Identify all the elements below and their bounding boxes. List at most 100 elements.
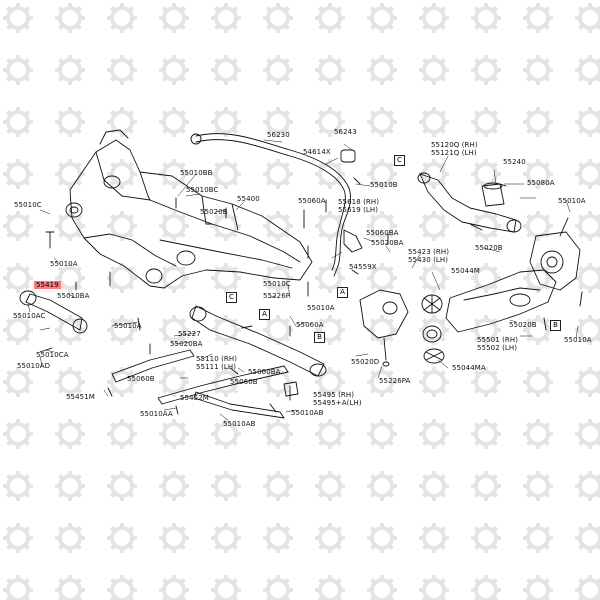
watermark-gear-icon — [315, 575, 345, 600]
watermark-gear-icon — [367, 3, 397, 33]
watermark-gear-icon — [471, 523, 501, 553]
watermark-gear-icon — [263, 575, 293, 600]
watermark-gear-icon — [367, 471, 397, 501]
watermark-gear-icon — [575, 575, 600, 600]
watermark-gear-icon — [523, 159, 553, 189]
section-mark-c-mid: C — [226, 292, 237, 303]
callout-55010ba: 55010BA — [57, 292, 90, 300]
watermark-gear-icon — [55, 55, 85, 85]
watermark-gear-icon — [367, 315, 397, 345]
watermark-gear-icon — [263, 471, 293, 501]
callout-55060a: 55060A — [298, 197, 326, 205]
watermark-gear-icon — [419, 211, 449, 241]
section-mark-b-right: B — [550, 320, 561, 331]
section-mark-b-mid: B — [314, 332, 325, 343]
watermark-gear-icon — [419, 575, 449, 600]
watermark-gear-icon — [263, 55, 293, 85]
watermark-gear-icon — [159, 315, 189, 345]
upper-link-55419 — [25, 293, 83, 331]
watermark-gear-icon — [367, 523, 397, 553]
watermark-gear-icon — [575, 3, 600, 33]
watermark-gear-icon — [523, 367, 553, 397]
watermark-gear-icon — [55, 107, 85, 137]
watermark-gear-icon — [315, 263, 345, 293]
watermark-gear-icon — [55, 159, 85, 189]
callout-55400: 55400 — [237, 195, 260, 203]
watermark-gear-icon — [159, 575, 189, 600]
watermark-gear-icon — [3, 471, 33, 501]
watermark-gear-icon — [263, 523, 293, 553]
watermark-gear-icon — [3, 211, 33, 241]
rear-subframe — [69, 139, 313, 289]
watermark-gear-icon — [367, 55, 397, 85]
watermark-gear-icon — [211, 55, 241, 85]
watermark-gear-icon — [315, 471, 345, 501]
watermark-gear-icon — [523, 419, 553, 449]
watermark-gear-icon — [523, 315, 553, 345]
watermark-gear-icon — [523, 471, 553, 501]
watermark-gear-icon — [471, 419, 501, 449]
watermark-gear-icon — [575, 107, 600, 137]
callout-55010ad: 55010AD — [17, 362, 51, 370]
callout-55110: 55110 (RH) 55111 (LH) — [196, 355, 238, 371]
watermark-gear-icon — [263, 419, 293, 449]
watermark-gear-icon — [419, 263, 449, 293]
watermark-gear-icon — [263, 3, 293, 33]
watermark-gear-icon — [315, 55, 345, 85]
watermark-gear-icon — [107, 575, 137, 600]
watermark-gear-icon — [107, 471, 137, 501]
section-mark-a-mid: A — [259, 309, 270, 320]
strut-55451m — [111, 349, 195, 383]
watermark-gear-icon — [575, 55, 600, 85]
watermark-gear-icon — [55, 575, 85, 600]
callout-55010c-mid: 55010C — [263, 280, 291, 288]
watermark-gear-icon — [575, 159, 600, 189]
watermark-gear-icon — [211, 471, 241, 501]
callout-55060b-center: 55060B — [230, 378, 258, 386]
callout-55020ba: 55020BA — [371, 239, 404, 247]
callout-55020ba-center: 55020BA — [170, 340, 203, 348]
callout-55010ac: 55010AC — [13, 312, 46, 320]
section-mark-a-right: A — [337, 287, 348, 298]
callout-55226pa: 55226PA — [379, 377, 411, 385]
watermark-gear-icon — [575, 471, 600, 501]
bracket-55495 — [283, 381, 299, 397]
watermark-gear-icon — [107, 419, 137, 449]
watermark-gear-icon — [471, 471, 501, 501]
watermark-gear-icon — [55, 3, 85, 33]
watermark-gear-icon — [419, 471, 449, 501]
watermark-gear-icon — [159, 419, 189, 449]
watermark-gear-icon — [575, 367, 600, 397]
watermark-gear-icon — [471, 367, 501, 397]
callout-55419: 55419 — [34, 281, 61, 289]
watermark-gear-icon — [107, 3, 137, 33]
watermark-gear-icon — [55, 419, 85, 449]
watermark-gear-icon — [159, 211, 189, 241]
watermark-gear-icon — [3, 3, 33, 33]
callout-55226p: 55226P — [263, 292, 291, 300]
watermark-gear-icon — [3, 419, 33, 449]
callout-55060ba-center: 55060BA — [248, 368, 281, 376]
spring-seat-lower — [423, 348, 445, 364]
watermark-gear-icon — [159, 55, 189, 85]
stabilizer-link — [343, 229, 363, 253]
watermark-gear-icon — [367, 159, 397, 189]
watermark-gear-icon — [471, 211, 501, 241]
watermark-gear-icon — [3, 55, 33, 85]
watermark-gear-icon — [55, 263, 85, 293]
watermark-gear-icon — [523, 107, 553, 137]
watermark-gear-icon — [107, 367, 137, 397]
mount-bush-left — [65, 202, 83, 218]
spring-pad — [422, 325, 442, 343]
watermark-gear-icon — [263, 107, 293, 137]
callout-55020b-right: 55020B — [475, 244, 503, 252]
watermark-gear-icon — [367, 419, 397, 449]
callout-55060a-mid: 55060A — [296, 321, 324, 329]
watermark-gear-icon — [263, 263, 293, 293]
watermark-gear-icon — [315, 3, 345, 33]
callout-55010a-center: 55010A — [307, 304, 335, 312]
watermark-gear-icon — [419, 419, 449, 449]
watermark-gear-icon — [3, 575, 33, 600]
callout-55010a-rr: 55010A — [564, 336, 592, 344]
watermark-gear-icon — [471, 575, 501, 600]
